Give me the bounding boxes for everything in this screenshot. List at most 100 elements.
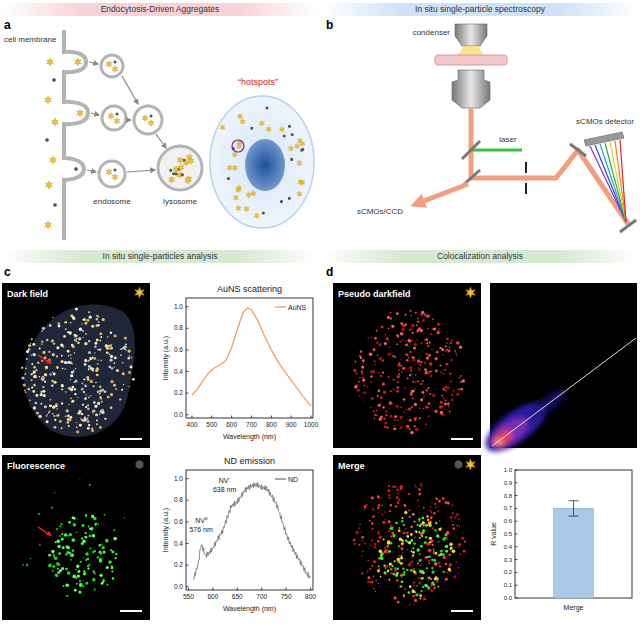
particle bbox=[83, 378, 85, 380]
particle bbox=[389, 347, 391, 349]
particle bbox=[434, 577, 437, 580]
particle bbox=[397, 382, 399, 384]
particle bbox=[385, 522, 386, 523]
particle bbox=[431, 502, 432, 503]
spectrum-rays bbox=[590, 140, 626, 222]
particle bbox=[448, 350, 451, 353]
particle bbox=[88, 365, 91, 368]
micrograph: Dark field bbox=[2, 283, 150, 448]
particle bbox=[97, 315, 99, 317]
dichroic-mirror bbox=[462, 141, 480, 159]
particle bbox=[439, 565, 441, 567]
particle bbox=[378, 583, 379, 584]
gold-nanostar bbox=[240, 119, 245, 125]
tick bbox=[237, 588, 238, 591]
particle bbox=[453, 575, 456, 578]
particle bbox=[76, 583, 78, 585]
particle bbox=[72, 316, 75, 319]
particle bbox=[356, 384, 358, 386]
particle bbox=[417, 329, 420, 332]
particle bbox=[54, 556, 57, 559]
particle bbox=[70, 397, 72, 399]
particle bbox=[85, 406, 87, 408]
particle bbox=[354, 385, 357, 388]
particle bbox=[99, 393, 101, 395]
nanodiamond bbox=[262, 211, 265, 215]
particle bbox=[79, 585, 81, 587]
legend-text: ND bbox=[288, 476, 298, 483]
particle bbox=[373, 588, 375, 590]
particle bbox=[43, 394, 46, 397]
particle bbox=[124, 345, 127, 348]
endosome bbox=[99, 161, 125, 187]
particle bbox=[362, 377, 364, 379]
particle bbox=[369, 520, 371, 522]
particle bbox=[428, 416, 429, 417]
particle bbox=[94, 352, 95, 353]
panel-header: Colocalization analysis bbox=[322, 250, 638, 263]
particle bbox=[114, 557, 116, 559]
aun-star-icon bbox=[135, 287, 144, 298]
particle bbox=[384, 422, 387, 425]
particle bbox=[379, 357, 382, 360]
particle bbox=[93, 385, 95, 387]
particle bbox=[364, 391, 366, 393]
pointer-arrow bbox=[46, 531, 52, 536]
particle bbox=[96, 423, 98, 425]
particle bbox=[398, 369, 400, 371]
micrograph-image bbox=[2, 455, 150, 620]
image-label: Merge bbox=[338, 462, 365, 471]
particle bbox=[382, 372, 384, 374]
particle bbox=[68, 521, 71, 524]
particle bbox=[460, 553, 462, 555]
particle bbox=[377, 532, 380, 535]
particle bbox=[80, 561, 82, 563]
particle bbox=[390, 568, 393, 571]
tick-label: 1.0 bbox=[504, 467, 512, 473]
particle bbox=[367, 576, 370, 579]
particle bbox=[85, 394, 86, 395]
particle bbox=[97, 349, 98, 350]
particle bbox=[87, 378, 90, 381]
particle bbox=[91, 427, 93, 429]
particle bbox=[433, 587, 436, 590]
particle bbox=[419, 407, 421, 409]
particle bbox=[38, 513, 40, 515]
particle bbox=[106, 566, 109, 569]
nanodiamond bbox=[283, 134, 286, 138]
particle bbox=[396, 344, 398, 346]
particle bbox=[110, 347, 113, 350]
particle bbox=[75, 368, 77, 370]
nanodiamond bbox=[113, 168, 116, 172]
particle bbox=[74, 575, 76, 577]
particle bbox=[73, 523, 77, 527]
particle bbox=[421, 535, 423, 537]
particle bbox=[440, 411, 443, 414]
particle bbox=[419, 559, 422, 562]
particle bbox=[120, 354, 122, 356]
particle bbox=[409, 366, 412, 369]
particle bbox=[49, 399, 51, 401]
particle bbox=[366, 386, 368, 388]
particle bbox=[91, 325, 94, 328]
particle bbox=[74, 380, 77, 383]
particle bbox=[49, 554, 51, 556]
particle bbox=[401, 555, 403, 557]
particle bbox=[431, 571, 434, 574]
axis-label: Wavelength (nm) bbox=[223, 433, 276, 440]
particle bbox=[92, 356, 94, 358]
particle bbox=[96, 420, 98, 422]
particle bbox=[388, 341, 389, 342]
particle bbox=[388, 520, 391, 523]
particle bbox=[389, 408, 390, 409]
particle bbox=[81, 419, 84, 422]
particle bbox=[56, 408, 58, 410]
particle bbox=[62, 368, 64, 370]
particle bbox=[430, 516, 433, 519]
particle bbox=[39, 544, 41, 546]
particle bbox=[380, 402, 381, 403]
particle bbox=[79, 478, 80, 479]
particle bbox=[421, 517, 424, 520]
nanodiamond bbox=[301, 148, 304, 152]
particle bbox=[87, 408, 89, 410]
